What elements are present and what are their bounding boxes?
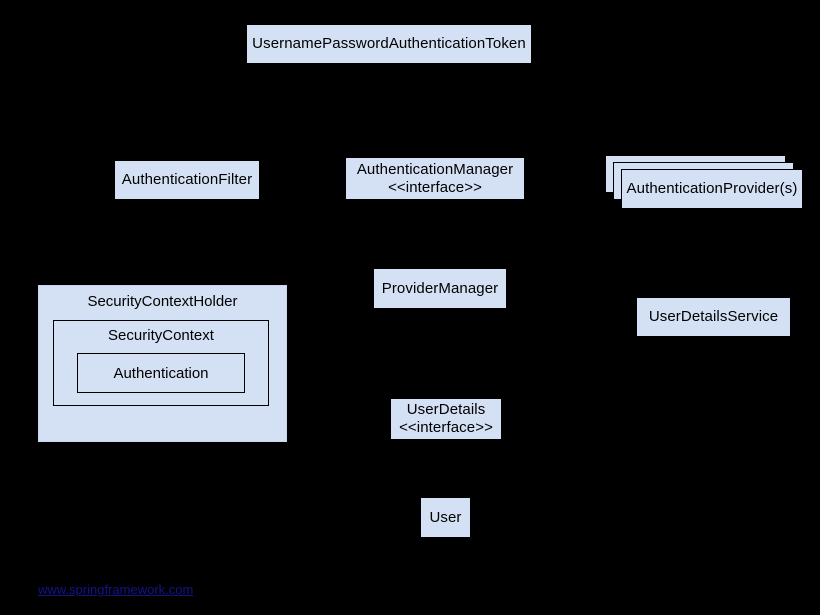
node-user-details[interactable]: UserDetails <<interface>> <box>390 398 502 440</box>
node-authentication[interactable]: Authentication <box>77 353 245 393</box>
site-link[interactable]: www.springframework.com <box>38 582 194 597</box>
node-username-password-authentication-token[interactable]: UsernamePasswordAuthenticationToken <box>246 24 532 64</box>
node-user[interactable]: User <box>420 497 471 538</box>
authentication-provider-sheet-front[interactable]: AuthenticationProvider(s) <box>621 169 803 209</box>
node-user-details-service[interactable]: UserDetailsService <box>636 297 791 337</box>
node-authentication-filter[interactable]: AuthenticationFilter <box>114 160 260 200</box>
node-security-context-holder[interactable]: SecurityContextHolder SecurityContext Au… <box>38 285 287 442</box>
authentication-label: Authentication <box>113 364 209 382</box>
node-security-context[interactable]: SecurityContext Authentication <box>53 320 269 406</box>
security-context-label: SecurityContext <box>108 327 214 344</box>
node-provider-manager[interactable]: ProviderManager <box>373 268 507 309</box>
security-context-holder-label: SecurityContextHolder <box>87 293 238 310</box>
node-authentication-manager[interactable]: AuthenticationManager <<interface>> <box>345 157 525 200</box>
node-authentication-providers[interactable]: AuthenticationProvider(s) <box>605 155 805 210</box>
